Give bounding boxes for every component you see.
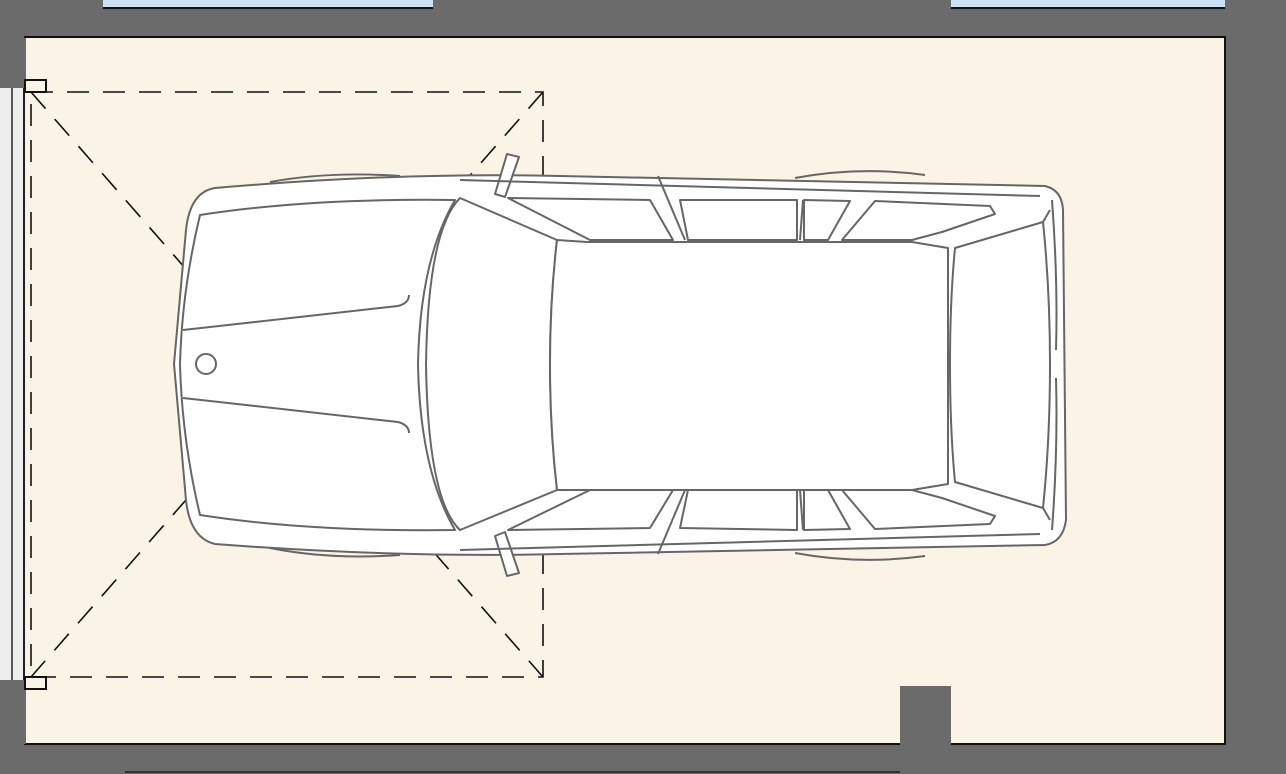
window-rear-top: [841, 200, 996, 241]
door-track-bottom-bracket: [24, 676, 47, 690]
top-left-window: [103, 0, 433, 9]
pillar-bottom: [900, 686, 951, 746]
top-right-window: [951, 0, 1225, 9]
door-track-top-bracket: [24, 79, 47, 93]
rear-window: [949, 221, 1051, 509]
window-vent-top: [803, 199, 851, 241]
hood: [179, 198, 456, 532]
front-arch-top: [269, 173, 401, 183]
window-vent-bottom: [803, 489, 851, 531]
front-arch-bottom: [269, 547, 401, 558]
windshield: [425, 197, 558, 531]
right-side-mirror: [494, 531, 520, 577]
rear-arch-top: [794, 170, 926, 179]
rear-arch-bottom: [794, 552, 926, 561]
rear-light-top: [1051, 199, 1058, 351]
rear-light-bottom: [1051, 377, 1058, 531]
window-mid-top: [679, 199, 798, 241]
station-wagon-top-view: [173, 153, 1067, 577]
roof: [549, 239, 949, 491]
tailgate-edge: [1042, 209, 1051, 521]
window-front-bottom: [507, 489, 674, 531]
window-rear-bottom: [841, 489, 996, 530]
hood-crease-bottom: [182, 397, 410, 434]
sill-bottom: [459, 533, 1041, 551]
sill-top: [459, 179, 1041, 197]
hood-emblem: [195, 353, 217, 375]
hood-crease-top: [182, 294, 410, 331]
window-front-top: [507, 197, 674, 241]
window-mid-bottom: [679, 489, 798, 531]
